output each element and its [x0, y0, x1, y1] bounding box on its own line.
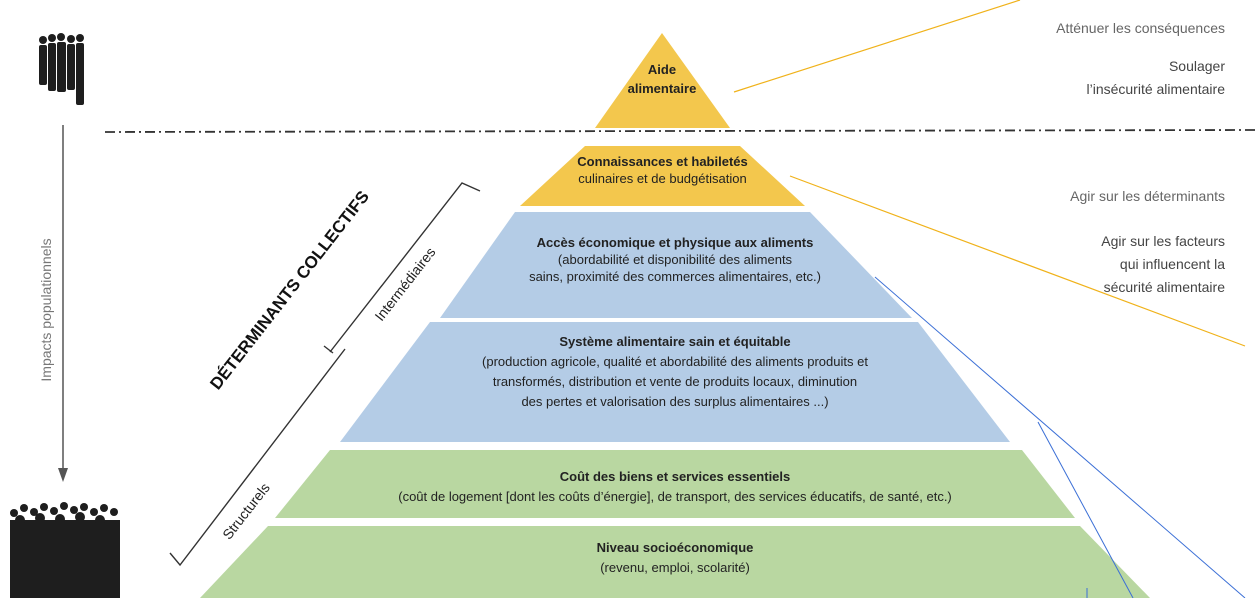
acces-title: Accès économique et physique aux aliment…	[536, 235, 814, 250]
bracket-tick-middle	[323, 345, 334, 354]
agir-determinants-text: Agir sur les déterminants	[1070, 188, 1225, 204]
acces-desc2: sains, proximité des commerces alimentai…	[529, 268, 821, 284]
tier-niveau	[200, 526, 1150, 598]
agir-line2: qui influencent la	[1119, 256, 1225, 273]
bracket-intermediaires	[329, 182, 481, 353]
tier-aide	[595, 33, 730, 128]
connaissances-label: Connaissances et habiletés culinaires et…	[535, 154, 790, 188]
systeme-desc3: des pertes et valorisation des surplus a…	[521, 394, 829, 410]
impacts-label: Impacts populationnels	[38, 238, 54, 382]
acces-label: Accès économique et physique aux aliment…	[470, 235, 880, 286]
agir-line3: sécurité alimentaire	[1103, 279, 1225, 296]
soulager-line2: l’insécurité alimentaire	[1086, 81, 1225, 98]
aide-label: Aide alimentaire	[612, 61, 712, 99]
connector-connaissances	[789, 175, 1246, 347]
cout-title: Coût des biens et services essentiels	[559, 469, 791, 484]
connector-systeme	[1037, 421, 1134, 598]
connaissances-desc: culinaires et de budgétisation	[578, 170, 747, 186]
acces-desc1: (abordabilité et disponibilité des alime…	[557, 251, 793, 267]
connaissances-title: Connaissances et habiletés	[577, 154, 748, 169]
cout-label: Coût des biens et services essentiels (c…	[290, 467, 1060, 507]
soulager-text: Soulager l’insécurité alimentaire	[1086, 55, 1225, 101]
niveau-title: Niveau socioéconomique	[596, 540, 754, 555]
tier-acces	[440, 212, 912, 318]
tier-cout	[275, 450, 1075, 518]
niveau-label: Niveau socioéconomique (revenu, emploi, …	[480, 538, 870, 577]
agir-line1: Agir sur les facteurs	[1101, 233, 1225, 249]
cout-desc: (coût de logement [dont les coûts d’éner…	[398, 489, 952, 505]
bracket-structurels	[169, 348, 346, 567]
people-small-group-icon	[39, 33, 84, 105]
systeme-label: Système alimentaire sain et équitable (p…	[385, 332, 965, 413]
attenuer-text: Atténuer les conséquences	[1056, 20, 1225, 36]
connector-aide	[733, 0, 1021, 93]
separator-line	[104, 129, 1255, 133]
aide-line1: Aide	[647, 62, 677, 77]
systeme-desc1: (production agricole, qualité et abordab…	[482, 354, 868, 370]
tier-systeme	[340, 322, 1010, 442]
niveau-desc: (revenu, emploi, scolarité)	[600, 559, 750, 575]
impact-arrow-head	[58, 468, 68, 482]
agir-facteurs-text: Agir sur les facteurs qui influencent la…	[1101, 230, 1225, 299]
tier-connaissances	[520, 146, 805, 206]
aide-line2: alimentaire	[627, 80, 697, 96]
connector-acces	[874, 276, 1246, 598]
people-crowd-icon	[10, 502, 120, 598]
systeme-desc2: transformés, distribution et vente de pr…	[492, 374, 858, 390]
soulager-line1: Soulager	[1168, 58, 1225, 74]
systeme-title: Système alimentaire sain et équitable	[559, 334, 791, 349]
